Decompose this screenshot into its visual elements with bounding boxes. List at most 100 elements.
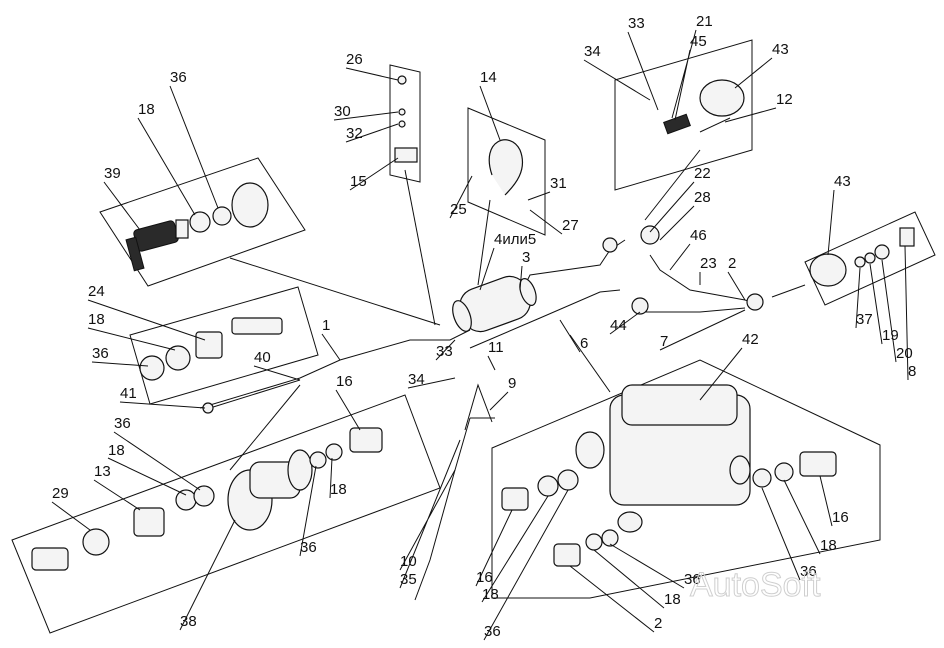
leader-arrow-clamp	[477, 199, 491, 286]
callout-18b: 18	[88, 311, 105, 328]
nut-29	[82, 528, 110, 556]
leader-arrow-tap	[229, 257, 441, 326]
callout-18f: 18	[664, 591, 681, 608]
nut-20	[874, 244, 890, 260]
clip-21	[663, 113, 691, 135]
callout-13: 13	[94, 463, 111, 480]
union-29	[31, 547, 69, 571]
callout-39: 39	[104, 165, 121, 182]
cable-40	[209, 379, 301, 409]
union-fitting	[231, 317, 283, 335]
callout-41: 41	[120, 385, 137, 402]
callout-8: 8	[908, 363, 916, 380]
callout-leaders	[51, 29, 909, 641]
bracket-9	[464, 383, 495, 431]
seal-ring-18c	[175, 489, 197, 511]
leader-arrow-right	[771, 284, 806, 298]
callout-18e: 18	[482, 586, 499, 603]
callout-36f: 36	[684, 571, 701, 588]
callout-36b: 36	[92, 345, 109, 362]
callout-29: 29	[52, 485, 69, 502]
callout-4or5: 4или5	[494, 231, 536, 248]
callout-18c: 18	[108, 442, 125, 459]
elbow-8	[899, 227, 915, 247]
callout-38: 38	[180, 613, 197, 630]
callout-7: 7	[660, 333, 668, 350]
pipe-line-6	[469, 289, 621, 349]
callout-43b: 43	[834, 173, 851, 190]
callout-12: 12	[776, 91, 793, 108]
leader-arrow-valve	[569, 334, 611, 393]
pipe-line-1	[199, 329, 471, 409]
panel-valve	[491, 359, 881, 599]
plug-2	[553, 543, 581, 567]
callout-36g: 36	[800, 563, 817, 580]
callout-30: 30	[334, 103, 351, 120]
callout-34b: 34	[408, 371, 425, 388]
callout-43a: 43	[772, 41, 789, 58]
callout-27: 27	[562, 217, 579, 234]
callout-2b: 2	[654, 615, 662, 632]
seal-ring-36d	[309, 451, 327, 469]
seal-ring-36g	[752, 468, 772, 488]
callout-36a: 36	[170, 69, 187, 86]
ring-19	[864, 252, 876, 264]
callout-36e: 36	[484, 623, 501, 640]
callout-15: 15	[350, 173, 367, 190]
callout-44: 44	[610, 317, 627, 334]
callout-18g: 18	[820, 537, 837, 554]
coupling-22	[640, 225, 660, 245]
callout-labels: 1 2 2 3 4или5 6 7 8 9 10 11 12 13 14 15 …	[52, 13, 916, 640]
seal-ring-36f	[601, 529, 619, 547]
callout-18a: 18	[138, 101, 155, 118]
callout-31: 31	[550, 175, 567, 192]
callout-40: 40	[254, 349, 271, 366]
pressure-regulator-42	[575, 384, 751, 533]
socket-fitting	[231, 182, 269, 228]
seal-ring-36b	[139, 355, 165, 381]
callout-22: 22	[694, 165, 711, 182]
seal-ring-18a	[189, 211, 211, 233]
panel-fitting-set	[129, 286, 319, 405]
washer-30	[398, 108, 406, 116]
callout-36c: 36	[114, 415, 131, 432]
drain-tap-39	[125, 219, 189, 272]
seal-ring-36e	[557, 469, 579, 491]
seal-ring-18d	[325, 443, 343, 461]
union-nut-24	[195, 331, 223, 359]
coupling-right	[746, 293, 764, 311]
seal-ring-18e	[537, 475, 559, 497]
fitting-16b	[501, 487, 529, 511]
gauge-43a	[699, 79, 745, 117]
clamp-band	[488, 139, 524, 196]
screw-12	[699, 117, 731, 133]
callout-18d: 18	[330, 481, 347, 498]
leader-arrow-bracket	[404, 169, 436, 326]
washer-32	[398, 120, 406, 128]
pipe-line-7	[640, 307, 746, 313]
nut-44	[631, 297, 649, 315]
panel-gauge	[614, 39, 753, 191]
fitting-16a	[349, 427, 383, 453]
callout-19: 19	[882, 327, 899, 344]
coupling-left	[602, 237, 618, 253]
filter-body-38	[227, 449, 313, 531]
fitting-16c	[799, 451, 837, 477]
panel-filter	[11, 394, 441, 634]
callout-20: 20	[896, 345, 913, 362]
callout-26: 26	[346, 51, 363, 68]
panel-clamp	[467, 107, 546, 236]
air-receiver	[452, 275, 537, 333]
callout-23: 23	[700, 255, 717, 272]
ring-37	[854, 256, 866, 268]
seal-ring-36c	[193, 485, 215, 507]
callout-1: 1	[322, 317, 330, 334]
bracket-plate	[394, 147, 418, 163]
callout-46: 46	[690, 227, 707, 244]
callout-14: 14	[480, 69, 497, 86]
callout-36d: 36	[300, 539, 317, 556]
fitting-13	[133, 507, 165, 537]
watermark: AutoSoft	[690, 566, 821, 604]
leader-arrow-gauge	[644, 149, 701, 221]
panel-right-fitting	[804, 211, 936, 306]
